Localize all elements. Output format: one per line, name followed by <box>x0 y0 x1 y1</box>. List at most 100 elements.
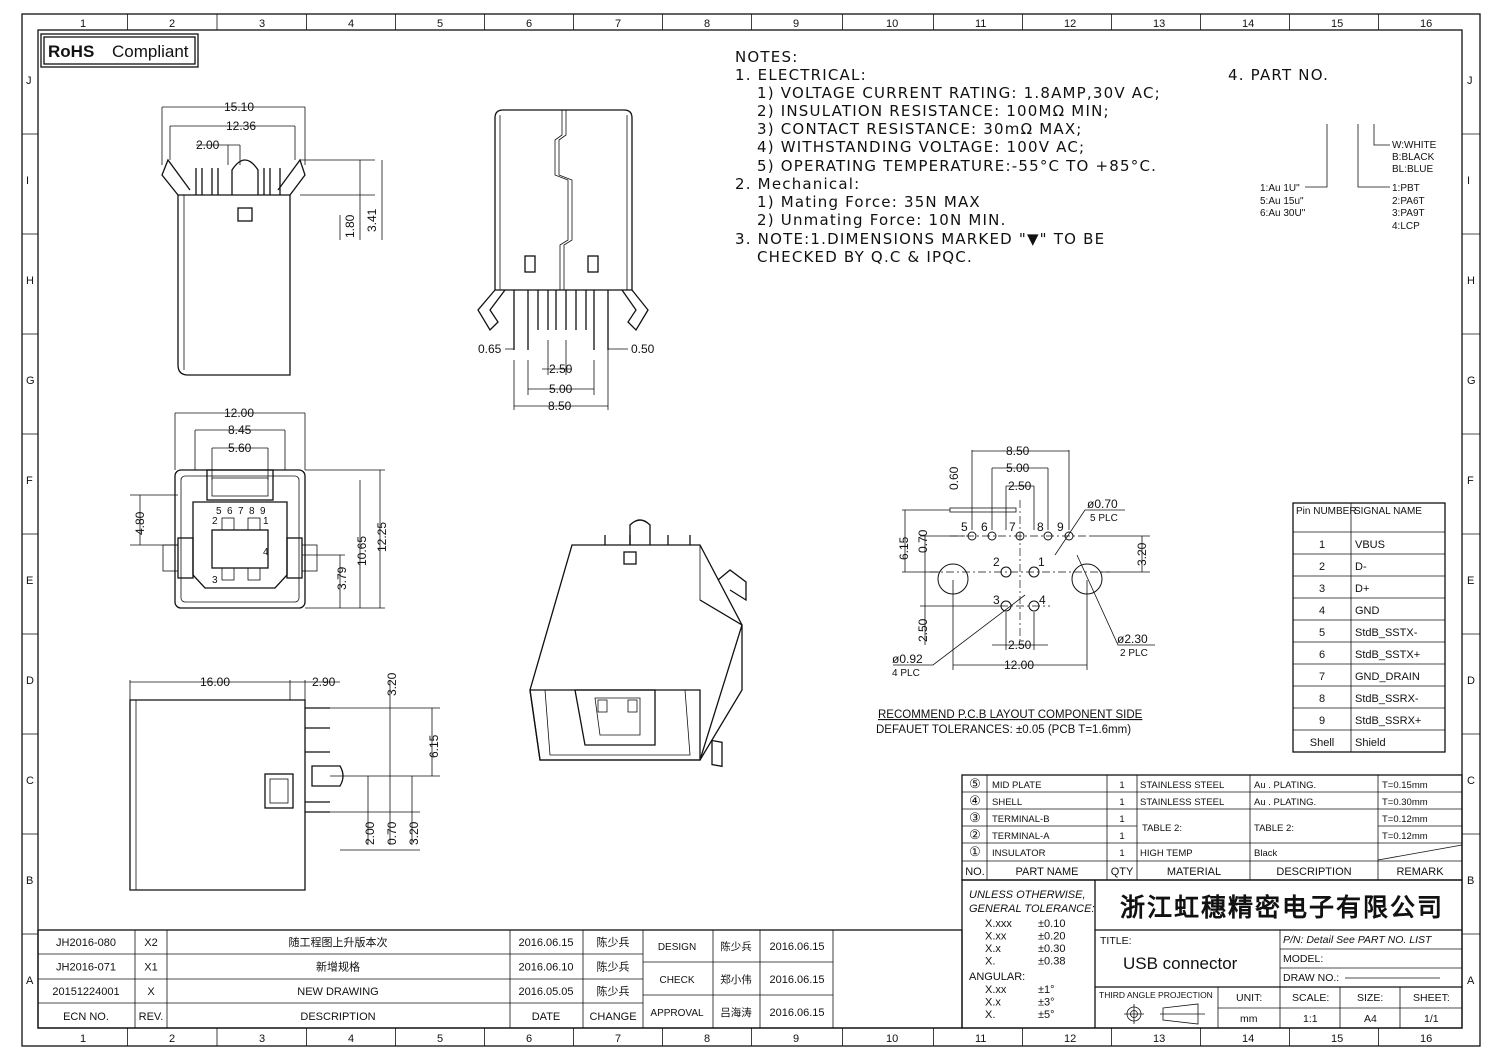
zone-column-label: 15 <box>1331 1033 1343 1045</box>
hole-qty: 2 PLC <box>1120 648 1148 659</box>
sheet-value: 1/1 <box>1424 1013 1439 1025</box>
tolerance-title: UNLESS OTHERWISE, <box>969 889 1086 901</box>
zone-column-label: 7 <box>615 18 621 30</box>
zone-row-label: G <box>26 375 35 387</box>
bom-qty: 1 <box>1119 797 1124 808</box>
notes-title: NOTES: <box>735 48 798 66</box>
zone-row-label: C <box>1467 775 1475 787</box>
revision-header: ECN NO. <box>63 1011 109 1023</box>
revision: X2 <box>144 937 157 949</box>
note-line: 2) Unmating Force: 10N MIN. <box>757 211 1007 229</box>
drawing-title: USB connector <box>1123 954 1238 973</box>
zone-column-label: 9 <box>793 1033 799 1045</box>
pcb-layout: 5 6 7 8 9 2 1 3 4 8.50 5.00 2.50 0.60 6.… <box>876 444 1155 736</box>
angular-value: ±5° <box>1038 1009 1055 1021</box>
third-angle-projection-icon <box>1124 1003 1205 1025</box>
zone-row-label: D <box>26 675 34 687</box>
rohs-label: RoHS <box>48 42 94 61</box>
signal-name: Shield <box>1355 737 1386 749</box>
signal-name: StdB_SSRX- <box>1355 693 1419 705</box>
zone-row-label: B <box>1467 875 1474 887</box>
bom-header: QTY <box>1111 866 1134 878</box>
signal-name: GND_DRAIN <box>1355 671 1420 683</box>
ecn-no: 20151224001 <box>52 986 119 998</box>
plating-option: 6:Au 30U" <box>1260 208 1306 219</box>
bom-header: MATERIAL <box>1167 866 1221 878</box>
company-name: 浙江虹穗精密电子有限公司 <box>1120 893 1444 922</box>
pcb-pin-label: 6 <box>981 520 988 534</box>
revision-description: 随工程图上升版本次 <box>289 935 388 949</box>
size-value: A4 <box>1364 1013 1377 1025</box>
unit-label: UNIT: <box>1236 992 1262 1004</box>
pcb-pin-label: 7 <box>1009 520 1016 534</box>
material-option: 3:PA9T <box>1392 208 1425 219</box>
bom-description: TABLE 2: <box>1254 823 1294 834</box>
bom-material: STAINLESS STEEL <box>1140 780 1224 791</box>
zone-column-label: 13 <box>1153 1033 1165 1045</box>
zone-row-label: A <box>1467 975 1475 987</box>
zone-column-label: 16 <box>1420 18 1432 30</box>
approval-role: CHECK <box>659 975 694 986</box>
zone-row-label: J <box>26 75 32 87</box>
bom-no: ② <box>969 827 981 842</box>
signal-name: StdB_SSRX+ <box>1355 715 1421 727</box>
dim-label: 5.60 <box>228 441 252 455</box>
zone-column-label: 14 <box>1242 1033 1254 1045</box>
pcb-dim: 2.50 <box>1008 638 1032 652</box>
dim-label: 3.79 <box>335 566 349 590</box>
bom-no: ⑤ <box>969 776 981 791</box>
zone-row-label: I <box>26 175 29 187</box>
ecn-no: JH2016-071 <box>56 962 116 974</box>
dim-label: 3.20 <box>385 672 399 696</box>
dim-label: 12.25 <box>375 522 389 552</box>
dim-label: 10.65 <box>355 536 369 566</box>
dim-label: 5.00 <box>549 382 573 396</box>
bom-header: REMARK <box>1396 866 1444 878</box>
bom-remark: T=0.12mm <box>1382 831 1428 842</box>
tolerance-value: ±0.38 <box>1038 956 1065 968</box>
pcb-pin-label: 9 <box>1057 520 1064 534</box>
zone-column-label: 9 <box>793 18 799 30</box>
zone-column-label: 4 <box>348 18 354 30</box>
tolerance-key: X.x <box>985 943 1001 955</box>
ecn-no: JH2016-080 <box>56 937 116 949</box>
note-line: 2) INSULATION RESISTANCE: 100MΩ MIN; <box>757 102 1110 120</box>
zone-row-label: E <box>1467 575 1474 587</box>
signal-name: D- <box>1355 561 1367 573</box>
angular-key: X.xx <box>985 984 1007 996</box>
pcb-dim: 8.50 <box>1006 444 1030 458</box>
pin-number: 5 <box>1319 627 1325 639</box>
revision-header: DESCRIPTION <box>300 1011 375 1023</box>
scale-value: 1:1 <box>1303 1013 1318 1025</box>
revision-header: DATE <box>532 1011 561 1023</box>
hole-callout: ø2.30 <box>1117 632 1148 646</box>
bom-qty: 1 <box>1119 814 1124 825</box>
zone-row-label: E <box>26 575 33 587</box>
signal-name: VBUS <box>1355 539 1385 551</box>
model-label: MODEL: <box>1283 953 1323 965</box>
zone-row-label: C <box>26 775 34 787</box>
title-label: TITLE: <box>1100 935 1132 947</box>
hole-qty: 4 PLC <box>892 668 920 679</box>
approver-name: 郑小伟 <box>720 973 752 986</box>
pin-number: 7 <box>1319 671 1325 683</box>
zone-row-label: A <box>26 975 34 987</box>
zone-row-label: J <box>1467 75 1473 87</box>
bom-part-name: INSULATOR <box>992 848 1046 859</box>
angular-value: ±1° <box>1038 984 1055 996</box>
bom-part-name: MID PLATE <box>992 780 1041 791</box>
zone-row-label: H <box>26 275 34 287</box>
signal-name: StdB_SSTX+ <box>1355 649 1420 661</box>
dim-label: 3.41 <box>365 208 379 232</box>
isometric-view <box>529 519 747 768</box>
sheet-label: SHEET: <box>1413 992 1450 1004</box>
material-option: 4:LCP <box>1392 221 1420 232</box>
pin-label: 6 <box>227 506 233 517</box>
signal-name: D+ <box>1355 583 1369 595</box>
material-option: 1:PBT <box>1392 183 1420 194</box>
bom-header: DESCRIPTION <box>1276 866 1351 878</box>
